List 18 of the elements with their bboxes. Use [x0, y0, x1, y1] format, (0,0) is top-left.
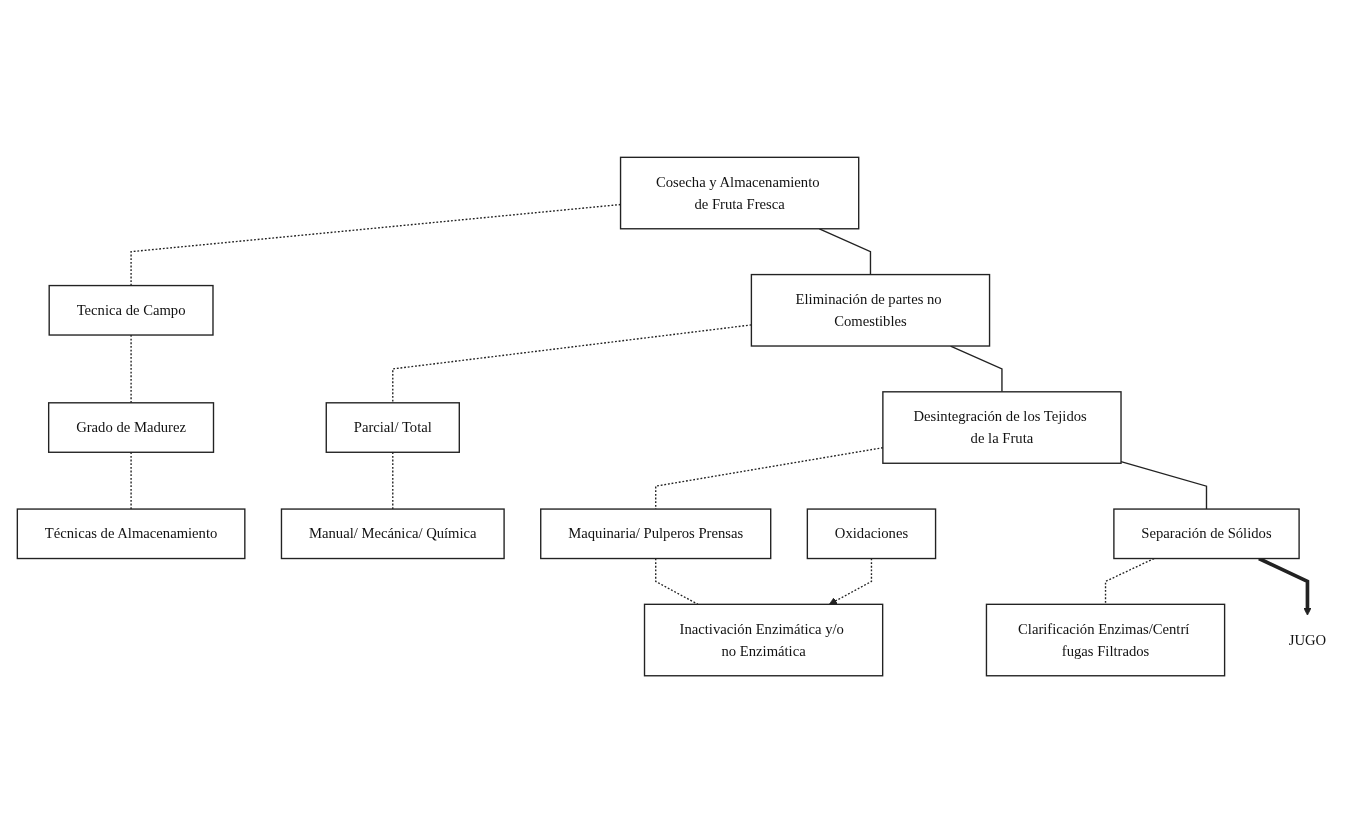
- node-box: Manual/ Mecánica/ Química: [280, 508, 505, 560]
- node-box: Separación de Sólidos: [1113, 508, 1300, 560]
- node-box: Clarificación Enzimas/Centrí fugas Filtrados: [985, 604, 1226, 677]
- connector: [655, 558, 699, 606]
- node-box: Desintegración de los Tejidos de la Fruta: [882, 391, 1122, 465]
- node-box: Eliminación de partes no Comestibles: [750, 274, 991, 348]
- node-box: Maquinaria/ Pulperos Prensas: [540, 508, 772, 560]
- node-box: Tecnica de Campo: [48, 285, 214, 337]
- node-box: Oxidaciones: [806, 508, 937, 560]
- node-box: Parcial/ Total: [325, 402, 460, 454]
- connector: [1120, 461, 1208, 511]
- node-text: JUGO: [1288, 632, 1327, 648]
- arrow: [1258, 557, 1312, 617]
- node-box: Técnicas de Almacenamiento: [16, 508, 246, 560]
- arrow: [828, 558, 873, 606]
- node-box: Grado de Madurez: [48, 402, 215, 454]
- node-box: Inactivación Enzimática y/o no Enzimática: [643, 604, 884, 677]
- node-box: Cosecha y Almacenamiento de Fruta Fresca: [619, 157, 860, 230]
